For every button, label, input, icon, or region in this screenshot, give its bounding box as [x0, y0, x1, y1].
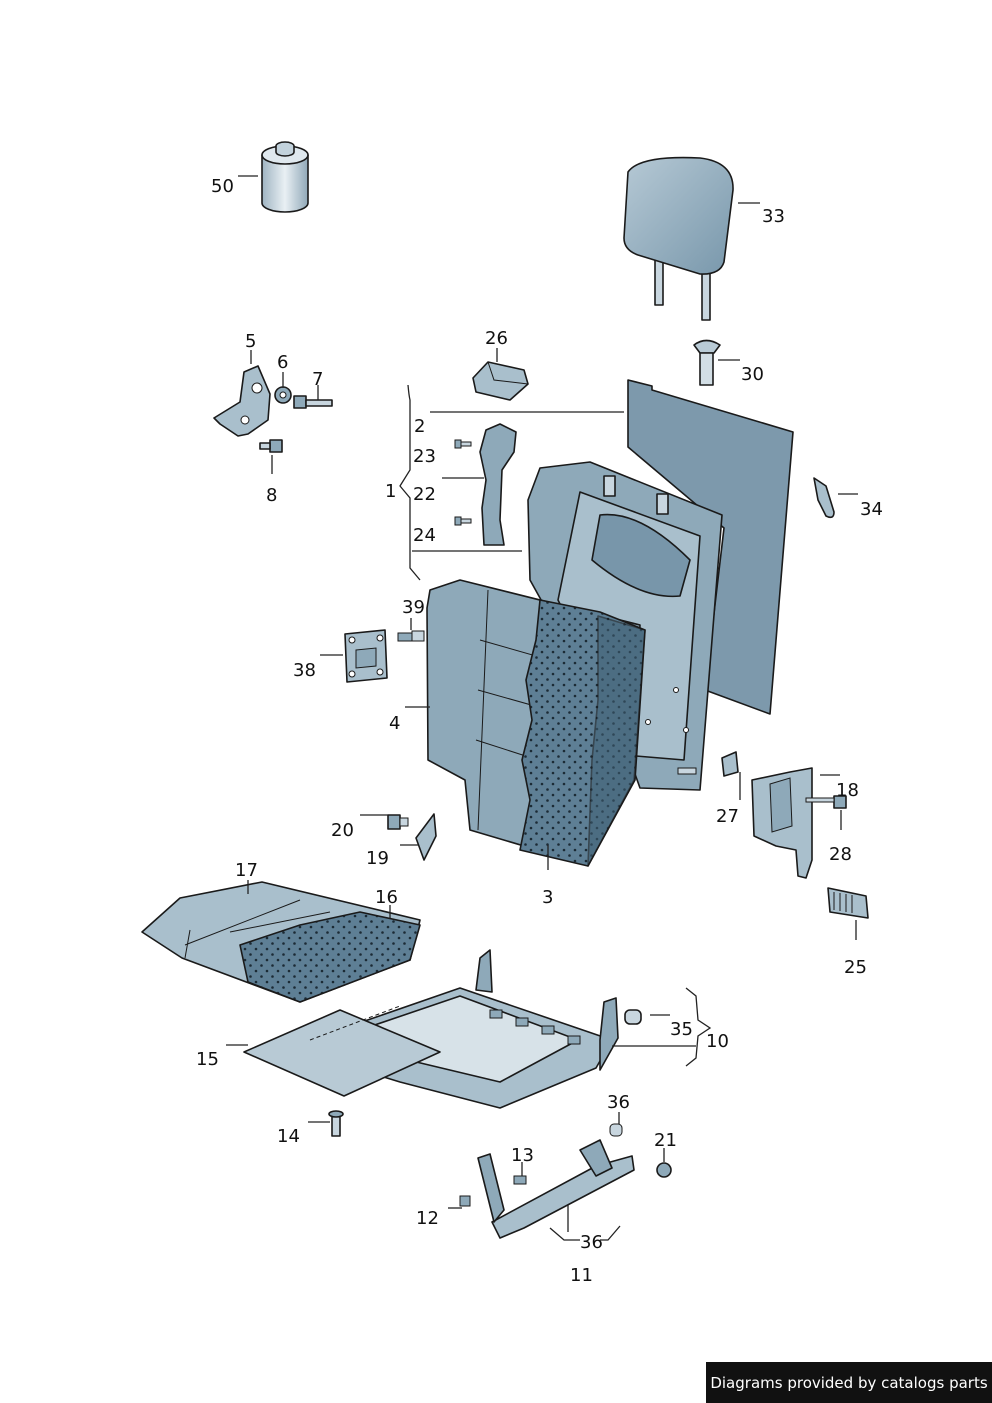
part-24-screw [454, 516, 472, 526]
callout-4: 4 [389, 713, 401, 734]
callout-39: 39 [402, 597, 425, 618]
callout-8: 8 [266, 485, 278, 506]
callout-7: 7 [312, 369, 324, 390]
part-23-screw [454, 439, 472, 449]
callout-18: 18 [836, 780, 859, 801]
callout-16: 16 [375, 887, 398, 908]
callout-30: 30 [741, 364, 764, 385]
part-30-guide-sleeve [693, 339, 721, 386]
part-39-screw [397, 630, 425, 642]
callout-28: 28 [829, 844, 852, 865]
part-34-clip [813, 477, 835, 519]
part-22-bracket [479, 423, 517, 546]
callout-24: 24 [413, 525, 436, 546]
callout-20: 20 [331, 820, 354, 841]
callout-23: 23 [413, 446, 436, 467]
part-25-clip [827, 887, 869, 919]
callout-25: 25 [844, 957, 867, 978]
callout-15: 15 [196, 1049, 219, 1070]
part-3-backrest-foam [519, 599, 646, 867]
part-33-headrest [623, 156, 734, 321]
callout-6: 6 [277, 352, 289, 373]
part-14-bolt [328, 1110, 344, 1137]
part-5-hinge-bracket [213, 365, 271, 437]
part-18-side-bracket [751, 767, 813, 879]
callout-3: 3 [542, 887, 554, 908]
part-16-seat-foam [239, 911, 421, 1003]
part-27-clip [721, 751, 739, 777]
callout-26: 26 [485, 328, 508, 349]
part-38-bracket [344, 629, 388, 683]
callout-27: 27 [716, 806, 739, 827]
callout-14: 14 [277, 1126, 300, 1147]
part-35-bush [624, 1009, 642, 1025]
part-6-washer [274, 386, 292, 404]
callout-35: 35 [670, 1019, 693, 1040]
part-20-pin [387, 814, 409, 830]
part-50-cylinder [261, 141, 309, 213]
part-19-cover [415, 813, 437, 861]
callout-12: 12 [416, 1208, 439, 1229]
part-11-bracket-assembly [459, 1123, 672, 1239]
part-28-screw [805, 795, 847, 809]
callout-34: 34 [860, 499, 883, 520]
part-8-bolt [259, 439, 283, 453]
callout-2: 2 [414, 416, 426, 437]
credit-banner: Diagrams provided by catalogs parts [706, 1362, 992, 1403]
callout-19: 19 [366, 848, 389, 869]
callout-5: 5 [245, 331, 257, 352]
callout-1: 1 [385, 481, 397, 502]
callout-36-lower: 36 [580, 1232, 603, 1253]
part-7-bolt [293, 395, 333, 409]
callout-11: 11 [570, 1265, 593, 1286]
callout-13: 13 [511, 1145, 534, 1166]
callout-17: 17 [235, 860, 258, 881]
callout-38: 38 [293, 660, 316, 681]
leader-lines [226, 175, 858, 1241]
callout-21: 21 [654, 1130, 677, 1151]
callout-36-upper: 36 [607, 1092, 630, 1113]
callout-50: 50 [211, 176, 234, 197]
callout-22: 22 [413, 484, 436, 505]
callout-33: 33 [762, 206, 785, 227]
part-2-rear-panel [627, 379, 794, 715]
callout-10: 10 [706, 1031, 729, 1052]
part-15-mat [243, 1005, 441, 1097]
part-26-cap [472, 361, 529, 401]
